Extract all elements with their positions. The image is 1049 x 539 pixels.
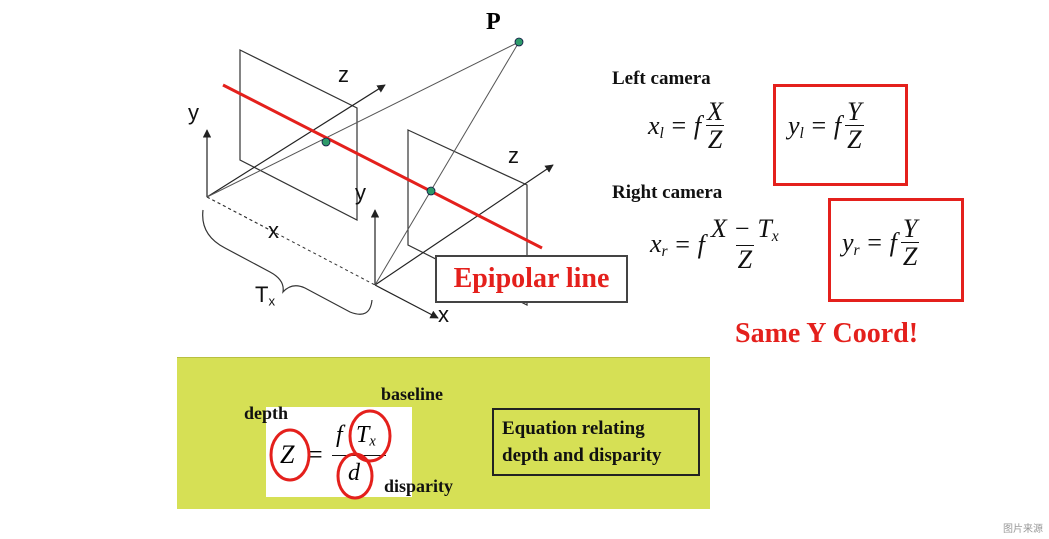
left-ray [206, 41, 520, 198]
same-y-coord-note: Same Y Coord! [735, 318, 919, 349]
baseline-circle [348, 409, 392, 463]
right-z-label: z [508, 143, 519, 168]
right-ray [374, 41, 520, 286]
formula-Z: Z [280, 440, 295, 469]
left-y-equation-box [773, 84, 908, 186]
depth-disparity-panel [177, 357, 710, 509]
disparity-circle [336, 452, 374, 500]
left-x-label: x [268, 218, 279, 243]
left-z-label: z [338, 62, 349, 87]
epipolar-line-label: Epipolar line [435, 255, 628, 303]
baseline-Tx-label: Tx [255, 282, 276, 309]
baseline-line [206, 196, 376, 286]
right-image-plane [407, 129, 528, 306]
baseline-brace [202, 209, 373, 315]
right-x-label: x [438, 302, 449, 327]
disparity-label: disparity [384, 476, 454, 496]
right-y-label: y [355, 180, 366, 205]
baseline-label: baseline [381, 384, 444, 404]
formula-equals: = [308, 440, 323, 469]
point-P-label: P [486, 9, 501, 35]
epipolar-line [222, 83, 543, 250]
image-source-watermark: 图片来源 [1003, 524, 1043, 535]
description-line-2: depth and disparity [502, 445, 662, 466]
left-y-label: y [188, 100, 199, 125]
equation-description-box: Equation relating depth and disparity [492, 408, 700, 476]
left-z-axis [206, 84, 386, 198]
description-line-1: Equation relating [502, 418, 645, 439]
left-camera-heading: Left camera [612, 68, 711, 89]
formula-Tx: Tx [356, 422, 376, 450]
depth-circle [269, 428, 311, 482]
right-camera-heading: Right camera [612, 182, 723, 203]
right-z-axis [374, 164, 554, 286]
depth-label: depth [244, 403, 289, 423]
right-y-equation-box [828, 198, 964, 302]
right-x-axis [374, 284, 439, 319]
formula-f: f [336, 422, 343, 448]
formula-d: d [348, 460, 360, 486]
point-P [514, 37, 524, 47]
left-image-point [321, 137, 331, 147]
right-image-point [426, 186, 436, 196]
left-image-plane [239, 49, 358, 221]
